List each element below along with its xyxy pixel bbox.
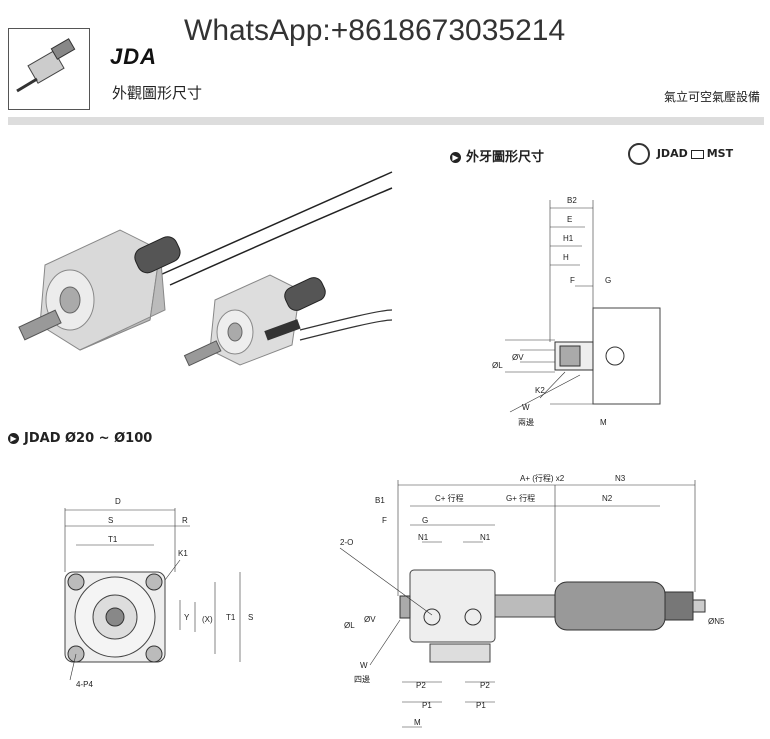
cylinder-small (183, 274, 326, 367)
product-photo (18, 171, 393, 367)
dim-label: Y (184, 613, 190, 622)
dim-label: T1 (108, 535, 118, 544)
dim-label: R (182, 516, 188, 525)
dim-label: G (605, 276, 611, 285)
dim-label: 兩邊 (518, 417, 534, 427)
dim-label: M (600, 418, 607, 427)
dim-label: G (422, 516, 428, 525)
dim-label: (X) (202, 615, 213, 624)
side-view-drawing: A+ (行程) x2 N3 B1 C+ 行程 G+ 行程 N2 F G 2-O … (339, 473, 725, 728)
dim-label: H (563, 253, 569, 262)
dim-label: ØN5 (708, 617, 725, 626)
dim-label: H1 (563, 234, 574, 243)
section-range: ▶JDAD Ø20 ~ Ø100 (8, 431, 152, 446)
dim-label: F (570, 276, 575, 285)
dim-label: D (115, 497, 121, 506)
box-icon (690, 149, 704, 159)
dim-label: A+ (行程) x2 (520, 473, 565, 483)
front-view-drawing: D S R T1 K1 Y (X) T1 S 4-P4 (64, 497, 253, 689)
header-divider (8, 117, 764, 125)
arrow-bullet-icon: ▶ (8, 433, 19, 444)
page-subtitle: 外觀圖形尺寸 (112, 84, 203, 102)
dim-label: P1 (422, 701, 432, 710)
dim-label: K1 (178, 549, 188, 558)
dim-label: ØL (344, 621, 355, 630)
dim-label: P2 (480, 681, 490, 690)
dim-label: K2 (535, 386, 545, 395)
dim-label: E (567, 215, 572, 224)
dim-label: ØV (512, 353, 524, 362)
section-male-thread: ▶外牙圖形尺寸 (450, 146, 544, 165)
dim-label: M (414, 718, 421, 727)
watermark: WhatsApp:+8618673035214 (180, 14, 570, 48)
dim-label: N1 (480, 533, 491, 542)
dim-label: W (360, 661, 368, 670)
dim-label: B1 (375, 496, 385, 505)
dim-label: C+ 行程 (435, 493, 464, 503)
dim-label: P1 (476, 701, 486, 710)
dim-label: F (382, 516, 387, 525)
dim-label: N2 (602, 494, 613, 503)
arrow-bullet-icon: ▶ (450, 152, 461, 163)
dim-label: 四邊 (354, 674, 370, 684)
dim-label: B2 (567, 196, 577, 205)
dim-label: ØL (492, 361, 503, 370)
dim-label: S (248, 613, 253, 622)
cylinder-large (18, 229, 181, 351)
series-title: JDA (110, 44, 158, 69)
dim-label: G+ 行程 (506, 493, 535, 503)
dim-label: S (108, 516, 113, 525)
dim-label: ØV (364, 615, 376, 624)
dim-label: P2 (416, 681, 426, 690)
cylinder-symbol-icon (628, 143, 650, 165)
dim-label: 2-O (340, 538, 353, 547)
dim-label: W (522, 403, 530, 412)
company-name: 氣立可空氣壓設備 (663, 90, 760, 104)
dim-label: T1 (226, 613, 236, 622)
dim-label: 4-P4 (76, 680, 93, 689)
product-thumbnail (8, 28, 90, 110)
male-thread-drawing: B2 E H1 H F G ØV ØL K2 W 兩邊 M (492, 196, 661, 427)
dim-label: N3 (615, 474, 626, 483)
dim-label: N1 (418, 533, 429, 542)
